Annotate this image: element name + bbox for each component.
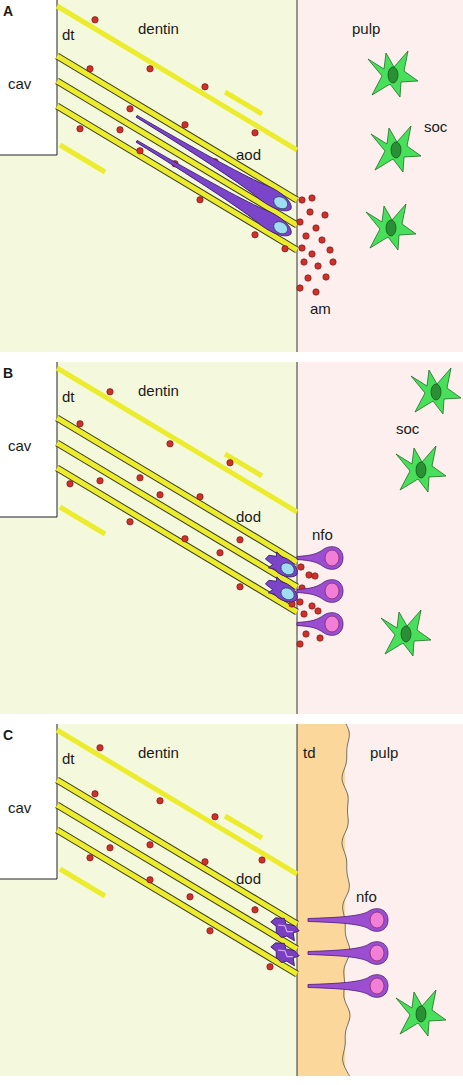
new-odontoblast (297, 580, 343, 603)
bioactive-molecule (297, 641, 303, 647)
cell-name: soc (424, 118, 447, 135)
new-odontoblast-body (297, 547, 343, 570)
region-label: dentin (138, 382, 179, 399)
dentin-region: dentin (0, 0, 297, 352)
new-odontoblast-body (297, 613, 343, 636)
part-name: am (310, 300, 331, 317)
region-label: td (303, 744, 316, 761)
cell-name: nfo (312, 526, 333, 543)
part-name: cav (8, 799, 31, 816)
region-label: pulp (370, 744, 398, 761)
stem-cell (396, 446, 446, 492)
part-name: cav (8, 75, 31, 92)
region-label: pulp (352, 20, 380, 37)
part-name: dt (62, 750, 75, 767)
cell-name: nfo (356, 888, 377, 905)
nucleus (325, 583, 339, 599)
stem-cell (411, 368, 461, 414)
pulp-region (297, 362, 463, 714)
cell-name: aod (236, 146, 261, 163)
bioactive-molecule (312, 573, 318, 579)
part-name: cav (8, 437, 31, 454)
stem-cell (381, 610, 431, 656)
panel-letter: B (3, 365, 13, 382)
panel-letter: C (3, 727, 13, 744)
bioactive-molecule (298, 564, 304, 570)
region-label: dentin (138, 744, 179, 761)
nucleus (325, 550, 339, 566)
bioactive-molecule (297, 599, 303, 605)
panel (0, 362, 463, 714)
nucleus (431, 384, 441, 400)
dentin-region: dentin (0, 724, 297, 1076)
nucleus (416, 462, 426, 478)
panel-letter: A (3, 3, 13, 20)
stem-cell-body (381, 610, 431, 656)
new-odontoblast (297, 613, 343, 636)
new-odontoblast-body (297, 580, 343, 603)
bioactive-molecule (303, 631, 309, 637)
part-name: dt (62, 26, 75, 43)
bioactive-molecule (299, 585, 305, 591)
dentin-region: dentin (0, 362, 297, 714)
cell-name: dod (236, 870, 261, 887)
bioactive-molecule (309, 603, 315, 609)
tertiary-dentin-band: td (297, 724, 347, 1076)
bioactive-molecule (306, 572, 312, 578)
region-label: dentin (138, 20, 179, 37)
bioactive-molecule (301, 611, 307, 617)
cell-name: soc (396, 420, 419, 437)
stem-cell-body (396, 446, 446, 492)
part-name: dt (62, 388, 75, 405)
nucleus (401, 626, 411, 642)
cell-name: dod (236, 508, 261, 525)
new-odontoblast (297, 547, 343, 570)
nucleus (325, 616, 339, 632)
bioactive-molecule (315, 608, 321, 614)
bioactive-molecule (317, 635, 323, 641)
pulp-region: pulp (297, 0, 463, 352)
stem-cell-body (411, 368, 461, 414)
